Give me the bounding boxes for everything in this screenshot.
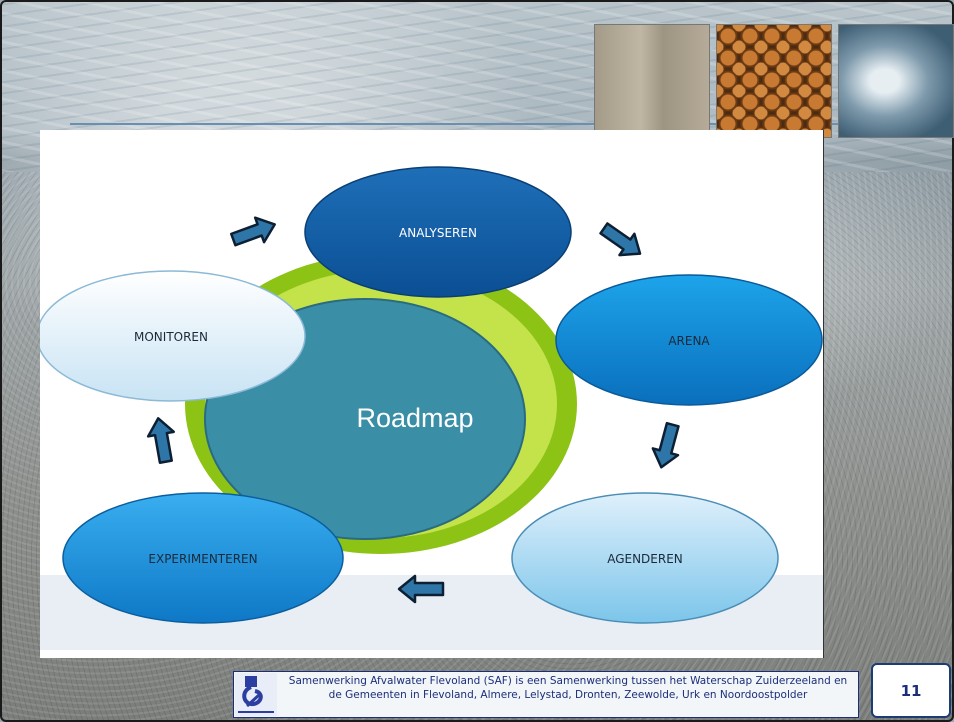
page-number: 11 (871, 663, 951, 718)
footer-text: Samenwerking Afvalwater Flevoland (SAF) … (288, 675, 848, 701)
center-label: Roadmap (356, 403, 473, 433)
arrow-icon (651, 421, 680, 469)
stage-label: EXPERIMENTEREN (148, 552, 257, 566)
stage-label: AGENDEREN (607, 552, 683, 566)
arrow-icon (397, 574, 445, 604)
arrow-icon (146, 417, 176, 464)
stage-label: ANALYSEREN (399, 226, 477, 240)
logs-photo (716, 24, 832, 138)
ice-photo (838, 24, 954, 138)
saf-logo-icon (235, 673, 277, 716)
wood-photo (594, 24, 710, 138)
arrow-icon (230, 216, 276, 247)
header-divider (70, 123, 950, 125)
arrow-icon (599, 222, 642, 257)
stage-label: ARENA (668, 334, 710, 348)
stage-arena: ARENA (555, 274, 823, 406)
stage-analyseren: ANALYSEREN (304, 166, 572, 298)
stage-monitoren: MONITOREN (40, 270, 306, 402)
stage-label: MONITOREN (134, 330, 208, 344)
stage-agenderen: AGENDEREN (511, 492, 779, 624)
stage-experimenteren: EXPERIMENTEREN (62, 492, 344, 624)
roadmap-cycle-diagram: Roadmap ANALYSEREN ARENA AGENDEREN EXPER… (40, 166, 823, 624)
footer-credit-box: Samenwerking Afvalwater Flevoland (SAF) … (233, 671, 859, 718)
